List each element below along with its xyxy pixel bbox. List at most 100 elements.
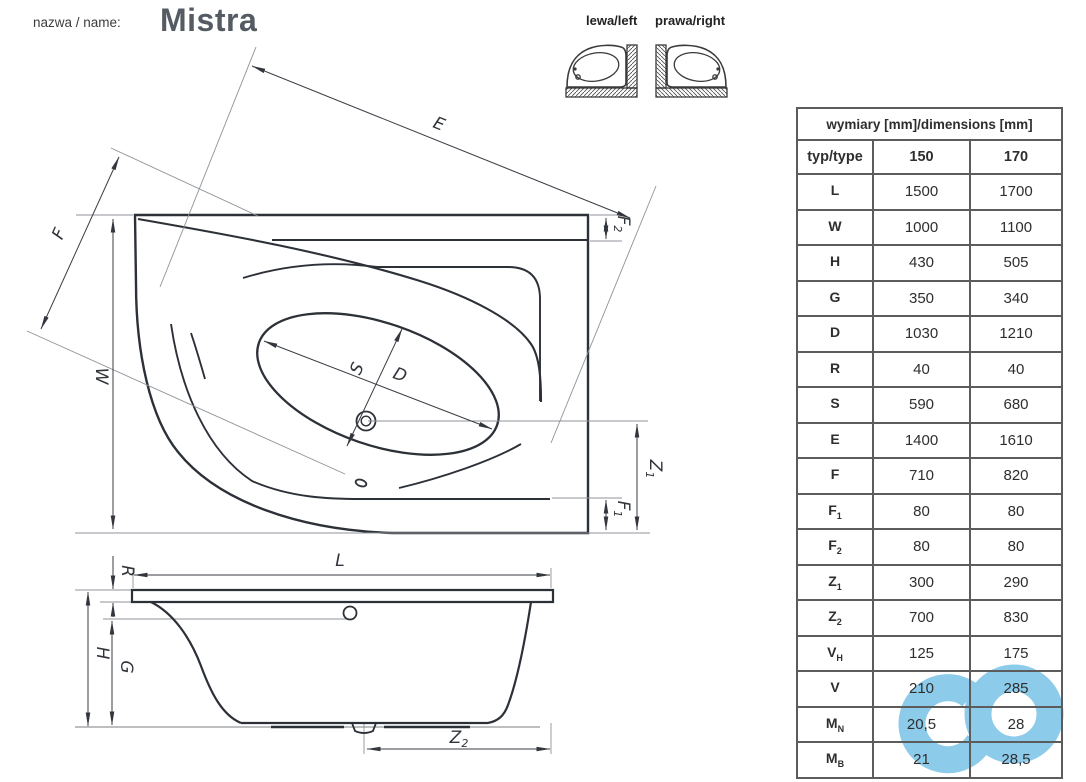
wall-hatch-right <box>626 44 638 89</box>
dim-label-cell: W <box>796 208 874 246</box>
right-wall-profile <box>487 601 533 725</box>
value-cell-170: 28,5 <box>969 741 1063 779</box>
value-cell-150: 20,5 <box>872 705 971 743</box>
value-cell-150: 590 <box>872 386 971 424</box>
value-cell-150: 1400 <box>872 421 971 459</box>
rim-inner-curve <box>170 323 550 500</box>
dim-label-f: F <box>48 225 70 242</box>
dimension-labels: E F W S D Z1 F1 F2 L R H G Z2 <box>48 113 665 750</box>
dim-label-g: G <box>116 660 136 673</box>
dim-label-l: L <box>335 551 344 571</box>
dimensions-table: wymiary [mm]/dimensions [mm] typ/type 15… <box>796 107 1063 779</box>
dim-label-s: S <box>346 360 369 378</box>
rim-band <box>130 588 555 604</box>
value-cell-150: 80 <box>872 492 971 530</box>
orientation-icon-right <box>655 44 728 98</box>
left-wall-profile <box>150 601 242 725</box>
dim-s-line <box>346 328 403 447</box>
value-cell-150: 125 <box>872 634 971 672</box>
dim-label-cell: MB <box>796 741 874 779</box>
dim-label-z2: Z2 <box>449 728 469 750</box>
value-cell-170: 40 <box>969 350 1063 388</box>
dim-label-w: W <box>91 368 111 386</box>
dim-label-cell: L <box>796 173 874 211</box>
f-witness-top <box>110 147 259 217</box>
side-view <box>130 588 555 734</box>
dim-label-cell: Z1 <box>796 563 874 601</box>
value-cell-170: 1100 <box>969 208 1063 246</box>
value-cell-150: 350 <box>872 279 971 317</box>
dim-label-cell: E <box>796 421 874 459</box>
value-cell-150: 40 <box>872 350 971 388</box>
value-cell-170: 80 <box>969 492 1063 530</box>
table-header-row: wymiary [mm]/dimensions [mm] <box>796 107 1063 141</box>
dim-label-d: D <box>390 364 409 387</box>
dim-d-line <box>263 340 493 430</box>
grip-arc <box>190 332 206 380</box>
name-field-label: nazwa / name: <box>33 15 121 30</box>
dim-label-cell: F <box>796 457 874 495</box>
dim-label-cell: R <box>796 350 874 388</box>
value-cell-170: 820 <box>969 457 1063 495</box>
col-header-150: 150 <box>872 139 971 175</box>
dim-label-cell: F2 <box>796 528 874 566</box>
dimension-lines <box>40 65 640 752</box>
column-header-row: typ/type 150 170 <box>796 139 1063 175</box>
dim-label-cell: F1 <box>796 492 874 530</box>
value-cell-150: 80 <box>872 528 971 566</box>
orientation-icon-left <box>565 44 638 98</box>
f-witness-bottom <box>26 330 346 475</box>
dim-label-f2: F2 <box>611 216 633 233</box>
value-cell-150: 1500 <box>872 173 971 211</box>
e-witness-right <box>550 185 657 444</box>
mini-tub-jet-dot <box>716 67 720 71</box>
value-cell-150: 300 <box>872 563 971 601</box>
value-cell-170: 830 <box>969 599 1063 637</box>
dim-label-cell: H <box>796 244 874 282</box>
product-title: Mistra <box>160 2 258 38</box>
dim-label-f1: F1 <box>611 501 633 518</box>
value-cell-170: 340 <box>969 279 1063 317</box>
value-cell-170: 80 <box>969 528 1063 566</box>
dim-label-cell: MN <box>796 705 874 743</box>
value-cell-170: 175 <box>969 634 1063 672</box>
floor-hatch <box>655 87 728 98</box>
value-cell-170: 1700 <box>969 173 1063 211</box>
dim-label-h: H <box>92 647 112 660</box>
dim-label-r: R <box>117 565 137 577</box>
value-cell-170: 28 <box>969 705 1063 743</box>
floor-hatch <box>565 87 638 98</box>
mini-tub-outline <box>666 44 727 88</box>
dim-label-e: E <box>430 113 448 136</box>
overflow-hole <box>354 478 368 488</box>
dim-label-cell: S <box>796 386 874 424</box>
basin-ellipse <box>256 312 500 456</box>
value-cell-150: 1030 <box>872 315 971 353</box>
seat-curve <box>398 443 522 489</box>
backrest-curve <box>242 263 378 279</box>
table-title: wymiary [mm]/dimensions [mm] <box>796 107 1063 141</box>
mini-tub-basin <box>673 51 721 83</box>
value-cell-170: 290 <box>969 563 1063 601</box>
dim-label-cell: G <box>796 279 874 317</box>
orientation-right-label: prawa/right <box>655 13 726 28</box>
value-cell-150: 700 <box>872 599 971 637</box>
dim-label-cell: V <box>796 670 874 708</box>
